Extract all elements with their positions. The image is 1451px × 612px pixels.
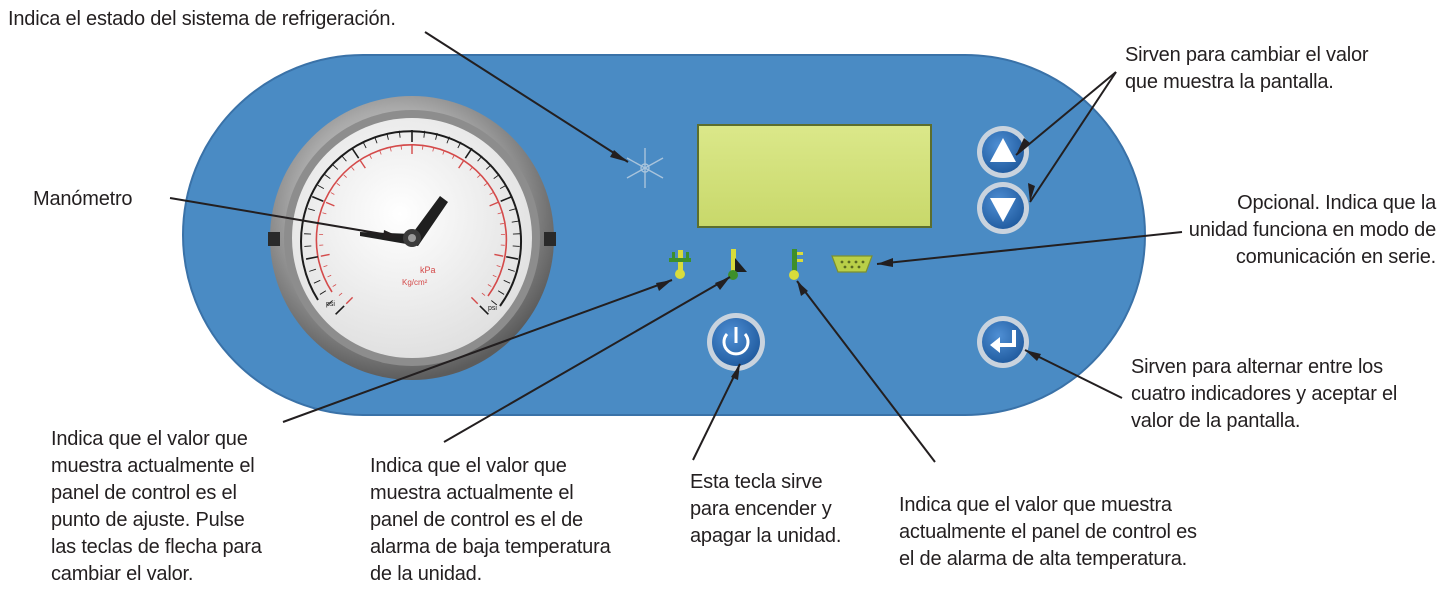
gauge-ticks [304,130,520,315]
gauge-tick [304,245,312,247]
gauge-tick-red [332,284,337,287]
gauge-tick [311,195,324,203]
gauge-unit-psi-right: psi [488,305,497,312]
gauge-tick-red [369,154,372,159]
gauge-tick [457,141,462,149]
gauge-tick-red [477,174,481,178]
gauge-tick [362,141,367,149]
gauge-tick [326,300,333,306]
gauge-tick-red [452,154,455,159]
up-arrow-button[interactable] [977,126,1029,178]
callout-serial: Opcional. Indica que la unidad funciona … [1188,192,1436,268]
gauge-tick [509,208,517,212]
gauge-tick-red [343,174,347,178]
enter-button[interactable] [977,316,1029,368]
gauge-tick-red [432,147,435,152]
gauge-tick [309,268,317,272]
gauge-tick-red [359,160,366,169]
gauge-tick-red [389,147,392,152]
leader-arrowheads [383,138,1041,380]
gauge-unit-kpa: kPa [420,265,436,275]
gauge-tick [500,195,513,203]
gauge-tick-red [336,183,341,187]
gauge-tick-red [351,167,355,171]
gauge-tick-red [481,292,486,296]
gauge-tick-red [458,160,465,169]
gauge-tick [341,155,347,162]
callout-manometer: Manómetro [33,188,133,210]
callout-arrow-keys: Sirven para cambiar el valor que muestra… [1125,44,1369,93]
gauge-tick [511,220,519,223]
gauge-tick [398,130,401,138]
gauge-tick-red [497,212,502,215]
gauge-tick [497,290,505,295]
gauge-tick [435,132,438,140]
gauge-tick-red [327,274,332,278]
gauge-tick [491,300,498,306]
gauge-tick-red [489,192,494,195]
snowflake-icon [626,148,664,188]
gauge-tick [307,208,315,212]
gauge-tick [351,147,360,159]
gauge-tick [335,305,345,315]
gauge-tick-red [322,212,327,215]
gauge-unit-psi-left: psi [326,301,335,308]
gauge-tick-red [320,253,330,257]
gauge-tick [477,155,483,162]
callout-enter-key: Sirven para alternar entre los cuatro in… [1131,356,1398,432]
callout-refrigeration: Indica el estado del sistema de refriger… [8,8,396,30]
gauge-tick-red [338,292,343,296]
gauge-tick-red [330,192,335,195]
gauge-tick [493,174,500,179]
low-alarm-indicator-icon [728,249,747,280]
gauge-unit-kgcm: Kg/cm² [402,278,428,287]
gauge-tick [479,305,489,315]
gauge-tick-red [492,274,497,278]
gauge-tick-red [483,183,488,187]
high-alarm-indicator-icon [789,249,803,280]
gauge-tick [313,279,321,284]
gauge-tick-red [489,201,499,207]
gauge-tick-red [379,150,382,155]
gauge-tick [485,164,492,170]
gauge-tick [319,290,327,295]
gauge-tick-red [442,150,445,155]
gauge-tick-red [494,253,504,257]
setpoint-indicator-icon [669,250,691,279]
gauge-tick [423,130,426,138]
callout-setpoint: Indica que el valor que muestra actualme… [51,428,262,585]
gauge-tick [464,147,473,159]
gauge-tick-red [469,167,473,171]
lcd-display [697,124,932,228]
callout-high-alarm: Indica que el valor que muestra actualme… [899,494,1197,570]
gauge-tick-red [496,265,501,268]
callout-low-alarm: Indica que el valor que muestra actualme… [370,455,611,585]
gauge-tick-red [325,201,335,207]
pressure-gauge: kPa Kg/cm² psi psi [268,96,556,380]
gauge-tick-red [499,223,504,225]
gauge-tick [503,279,511,284]
gauge-tick-red [487,284,492,287]
power-button[interactable] [707,313,765,371]
gauge-tick [499,184,507,190]
gauge-tick [374,136,378,144]
gauge-tick-red [345,296,354,305]
gauge-tick [332,164,339,170]
gauge-tick-red [470,296,479,305]
down-arrow-button[interactable] [977,182,1029,234]
gauge-tick-red [323,265,328,268]
gauge-tick [324,174,331,179]
gauge-tick [505,255,519,260]
leader-lines [169,31,1183,463]
gauge-tick [317,184,325,190]
callout-power-key: Esta tecla sirve para encender y apagar … [690,471,842,547]
gauge-tick [512,245,520,247]
gauge-tick [507,268,515,272]
serial-port-icon [831,255,873,273]
gauge-tick [386,132,389,140]
gauge-tick [446,136,450,144]
gauge-tick [305,255,319,260]
